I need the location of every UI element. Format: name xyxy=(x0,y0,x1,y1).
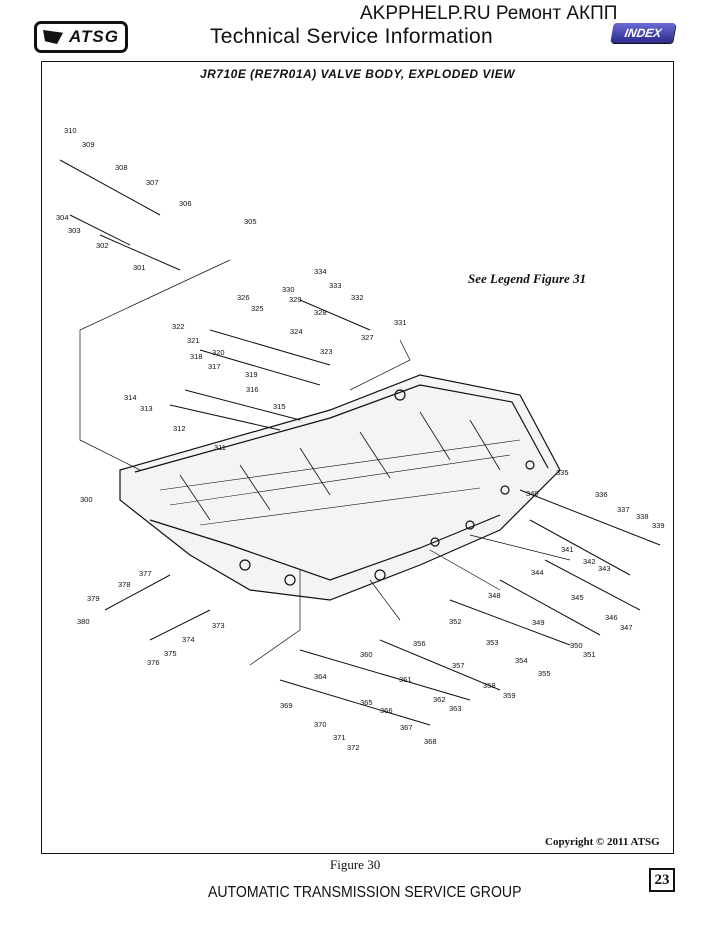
callout-379: 379 xyxy=(87,594,100,603)
callout-337: 337 xyxy=(617,505,630,514)
callout-374: 374 xyxy=(182,635,195,644)
callout-359: 359 xyxy=(503,691,516,700)
page-number: 23 xyxy=(649,868,675,892)
callout-335: 335 xyxy=(556,468,569,477)
callout-301: 301 xyxy=(133,263,146,272)
callout-316: 316 xyxy=(246,385,259,394)
callout-371: 371 xyxy=(333,733,346,742)
callout-343: 343 xyxy=(598,564,611,573)
callout-364: 364 xyxy=(314,672,327,681)
callout-315: 315 xyxy=(273,402,286,411)
callout-349: 349 xyxy=(532,618,545,627)
callout-380: 380 xyxy=(77,617,90,626)
callout-351: 351 xyxy=(583,650,596,659)
callout-362: 362 xyxy=(433,695,446,704)
callout-339: 339 xyxy=(652,521,665,530)
callout-306: 306 xyxy=(179,199,192,208)
callout-360: 360 xyxy=(360,650,373,659)
callout-372: 372 xyxy=(347,743,360,752)
figure-caption: Figure 30 xyxy=(330,857,381,872)
callout-322: 322 xyxy=(172,322,185,331)
callout-377: 377 xyxy=(139,569,152,578)
callout-355: 355 xyxy=(538,669,551,678)
callout-317: 317 xyxy=(208,362,221,371)
valve-parts xyxy=(59,159,661,726)
callout-323: 323 xyxy=(320,347,333,356)
figure-frame xyxy=(41,61,674,854)
logo-text: ATSG xyxy=(69,27,119,46)
callout-302: 302 xyxy=(96,241,109,250)
callout-369: 369 xyxy=(280,701,293,710)
callout-labels: 300 301 302 303 304 305 306 307 308 309 310 311 312 3… xyxy=(56,126,665,752)
callout-365: 365 xyxy=(360,698,373,707)
leader-lines xyxy=(79,259,571,666)
callout-303: 303 xyxy=(68,226,81,235)
callout-300: 300 xyxy=(80,495,93,504)
callout-363: 363 xyxy=(449,704,462,713)
section-title: Technical Service Information xyxy=(210,25,493,48)
callout-366: 366 xyxy=(380,706,393,715)
callout-321: 321 xyxy=(187,336,200,345)
copyright: Copyright © 2011 ATSG xyxy=(545,836,660,848)
callout-334: 334 xyxy=(314,267,327,276)
callout-312: 312 xyxy=(173,424,186,433)
callout-332: 332 xyxy=(351,293,364,302)
callout-327: 327 xyxy=(361,333,374,342)
callout-331: 331 xyxy=(394,318,407,327)
callout-314: 314 xyxy=(124,393,137,402)
callout-329: 329 xyxy=(289,295,302,304)
callout-346: 346 xyxy=(605,613,618,622)
callout-373: 373 xyxy=(212,621,225,630)
callout-320: 320 xyxy=(212,348,225,357)
atsg-logo-icon xyxy=(43,30,64,44)
callout-313: 313 xyxy=(140,404,153,413)
callout-361: 361 xyxy=(399,675,412,684)
figure-title: JR710E (RE7R01A) VALVE BODY, EXPLODED VI… xyxy=(199,67,516,81)
callout-318: 318 xyxy=(190,352,203,361)
callout-330: 330 xyxy=(282,285,295,294)
callout-326: 326 xyxy=(237,293,250,302)
legend-reference: See Legend Figure 31 xyxy=(468,271,587,286)
callout-319: 319 xyxy=(245,370,258,379)
callout-353: 353 xyxy=(486,638,499,647)
callout-358: 358 xyxy=(483,681,496,690)
callout-367: 367 xyxy=(400,723,413,732)
callout-347: 347 xyxy=(620,623,633,632)
callout-328: 328 xyxy=(314,308,327,317)
callout-311: 311 xyxy=(214,443,226,452)
callout-378: 378 xyxy=(118,580,131,589)
callout-341: 341 xyxy=(561,545,574,554)
callout-345: 345 xyxy=(571,593,584,602)
callout-342: 342 xyxy=(583,557,596,566)
callout-356: 356 xyxy=(413,639,426,648)
callout-309: 309 xyxy=(82,140,95,149)
atsg-logo: ATSG xyxy=(34,21,128,53)
callout-352: 352 xyxy=(449,617,462,626)
callout-375: 375 xyxy=(164,649,177,658)
callout-324: 324 xyxy=(290,327,303,336)
callout-348: 348 xyxy=(488,591,501,600)
callout-357: 357 xyxy=(452,661,465,670)
site-banner: AKPPHELP.RU Ремонт АКПП xyxy=(360,3,618,24)
callout-344: 344 xyxy=(531,568,544,577)
callout-350: 350 xyxy=(570,641,583,650)
callout-310: 310 xyxy=(64,126,77,135)
callout-305: 305 xyxy=(244,217,257,226)
valve-body-casting xyxy=(119,374,561,601)
callout-370: 370 xyxy=(314,720,327,729)
callout-307: 307 xyxy=(146,178,159,187)
callout-354: 354 xyxy=(515,656,528,665)
callout-336: 336 xyxy=(595,490,608,499)
callout-368: 368 xyxy=(424,737,437,746)
callout-340: 340 xyxy=(526,489,539,498)
callout-308: 308 xyxy=(115,163,128,172)
callout-338: 338 xyxy=(636,512,649,521)
callout-304: 304 xyxy=(56,213,69,222)
footer-organization: AUTOMATIC TRANSMISSION SERVICE GROUP xyxy=(208,884,522,901)
callout-333: 333 xyxy=(329,281,342,290)
callout-376: 376 xyxy=(147,658,160,667)
callout-325: 325 xyxy=(251,304,264,313)
